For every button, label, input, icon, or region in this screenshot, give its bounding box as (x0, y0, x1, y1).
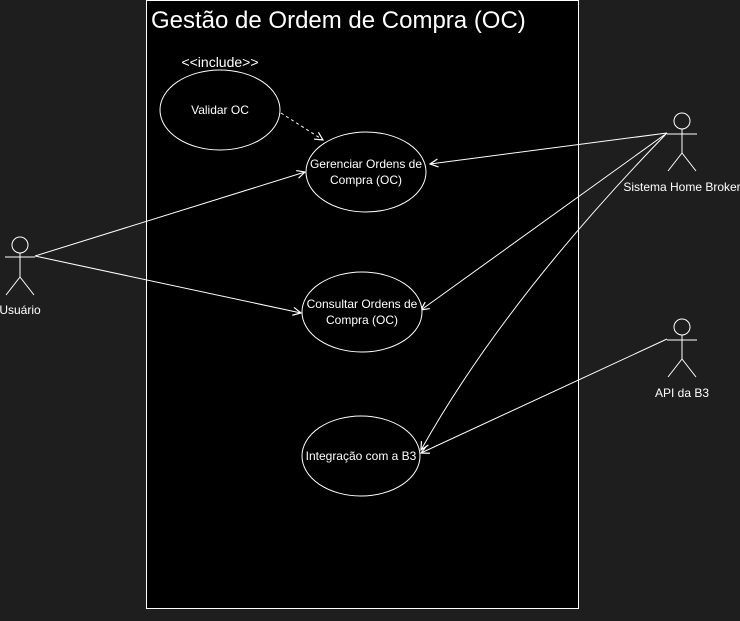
actor-usuario-head (11, 236, 29, 254)
use-case-gerenciar-ordens[interactable]: Gerenciar Ordens de Compra (OC) (305, 131, 427, 213)
use-case-consultar-label-line2: Compra (OC) (326, 313, 398, 327)
include-edge-validar-gerenciar (280, 112, 323, 140)
use-case-validar-oc[interactable]: Validar OC (159, 69, 281, 151)
actor-api-b3[interactable] (667, 318, 697, 378)
use-case-gerenciar-label-line1: Gerenciar Ordens de (310, 157, 422, 171)
use-case-integracao-b3[interactable]: Integração com a B3 (301, 415, 421, 497)
edge-apib3-integracao (421, 338, 668, 453)
system-title: Gestão de Ordem de Compra (OC) (151, 7, 526, 34)
edge-homebroker-integracao (421, 132, 668, 450)
actor-usuario-label: Usuário (0, 303, 41, 317)
actor-usuario[interactable] (5, 236, 35, 296)
use-case-consultar-label-line1: Consultar Ordens de (307, 297, 418, 311)
include-stereotype-label: <<include>> (181, 54, 258, 70)
edge-usuario-gerenciar (34, 172, 305, 257)
use-case-gerenciar-label-line2: Compra (OC) (330, 173, 402, 187)
edge-homebroker-gerenciar (430, 132, 668, 164)
actor-home-broker-label: Sistema Home Broker (623, 180, 740, 194)
edge-usuario-consultar (34, 255, 301, 313)
use-case-integracao-label: Integração com a B3 (306, 449, 417, 463)
actor-api-b3-label: API da B3 (655, 386, 709, 400)
use-case-validar-oc-label: Validar OC (191, 103, 249, 117)
use-case-consultar-ordens[interactable]: Consultar Ordens de Compra (OC) (301, 271, 423, 353)
actor-sistema-home-broker[interactable] (667, 112, 697, 172)
edge-homebroker-consultar (421, 132, 668, 310)
actor-home-broker-head (673, 112, 691, 130)
actor-api-b3-head (673, 318, 691, 336)
